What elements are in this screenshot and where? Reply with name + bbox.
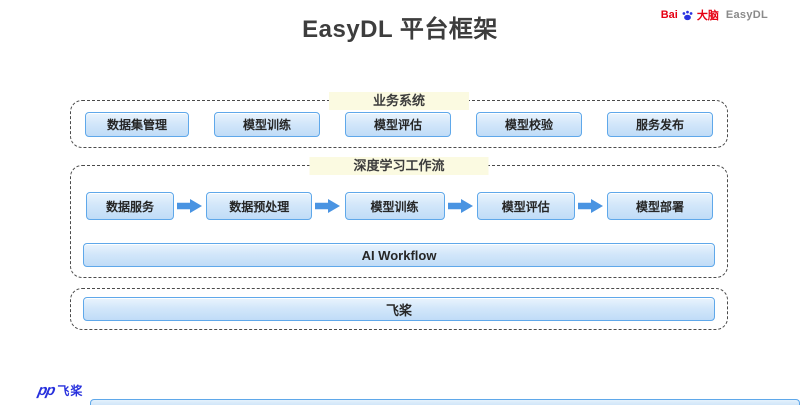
step-data-preprocessing: 数据预处理 (206, 192, 313, 220)
baidu-brain-easydl-logo: Bai 大脑 EasyDL (661, 7, 768, 23)
box-model-training: 模型训练 (214, 112, 320, 137)
cutoff-bottom-bar (90, 399, 800, 405)
ai-workflow-bar: AI Workflow (83, 243, 715, 267)
box-model-validation: 模型校验 (476, 112, 582, 137)
flow-arrow-icon (577, 199, 603, 213)
section-paddle: 飞桨 (70, 288, 728, 330)
box-dataset-management: 数据集管理 (85, 112, 189, 137)
easydl-brand-text: EasyDL (725, 9, 768, 21)
step-model-training: 模型训练 (344, 192, 445, 220)
paddle-logo-icon: pp (36, 382, 57, 399)
baidu-brain-text: 大脑 (696, 10, 719, 22)
box-model-evaluation: 模型评估 (345, 112, 451, 137)
section-business-system-label: 业务系统 (328, 92, 470, 110)
section-dl-workflow: 深度学习工作流 数据服务 数据预处理 模型训练 模型评估 模型部署 AI Wor… (70, 157, 728, 278)
flow-arrow-icon (447, 199, 473, 213)
step-model-deployment: 模型部署 (607, 192, 713, 220)
step-model-evaluation: 模型评估 (476, 192, 575, 220)
paddle-logo-text: 飞桨 (57, 384, 84, 398)
flow-arrow-icon (177, 199, 203, 213)
step-data-service: 数据服务 (86, 192, 174, 220)
section-dl-workflow-label: 深度学习工作流 (309, 157, 489, 175)
flow-arrow-icon (315, 199, 341, 213)
paddle-bar: 飞桨 (83, 297, 715, 321)
page-title: EasyDL 平台框架 (302, 16, 498, 43)
paw-icon (681, 9, 694, 22)
paddlepaddle-logo: pp 飞桨 (36, 382, 84, 399)
business-boxes-row: 数据集管理 模型训练 模型评估 模型校验 服务发布 (85, 112, 713, 137)
box-service-release: 服务发布 (607, 112, 713, 137)
workflow-steps-row: 数据服务 数据预处理 模型训练 模型评估 模型部署 (86, 192, 713, 220)
baidu-logo-text: Bai (660, 9, 678, 21)
section-business-system: 业务系统 数据集管理 模型训练 模型评估 模型校验 服务发布 (70, 92, 728, 148)
